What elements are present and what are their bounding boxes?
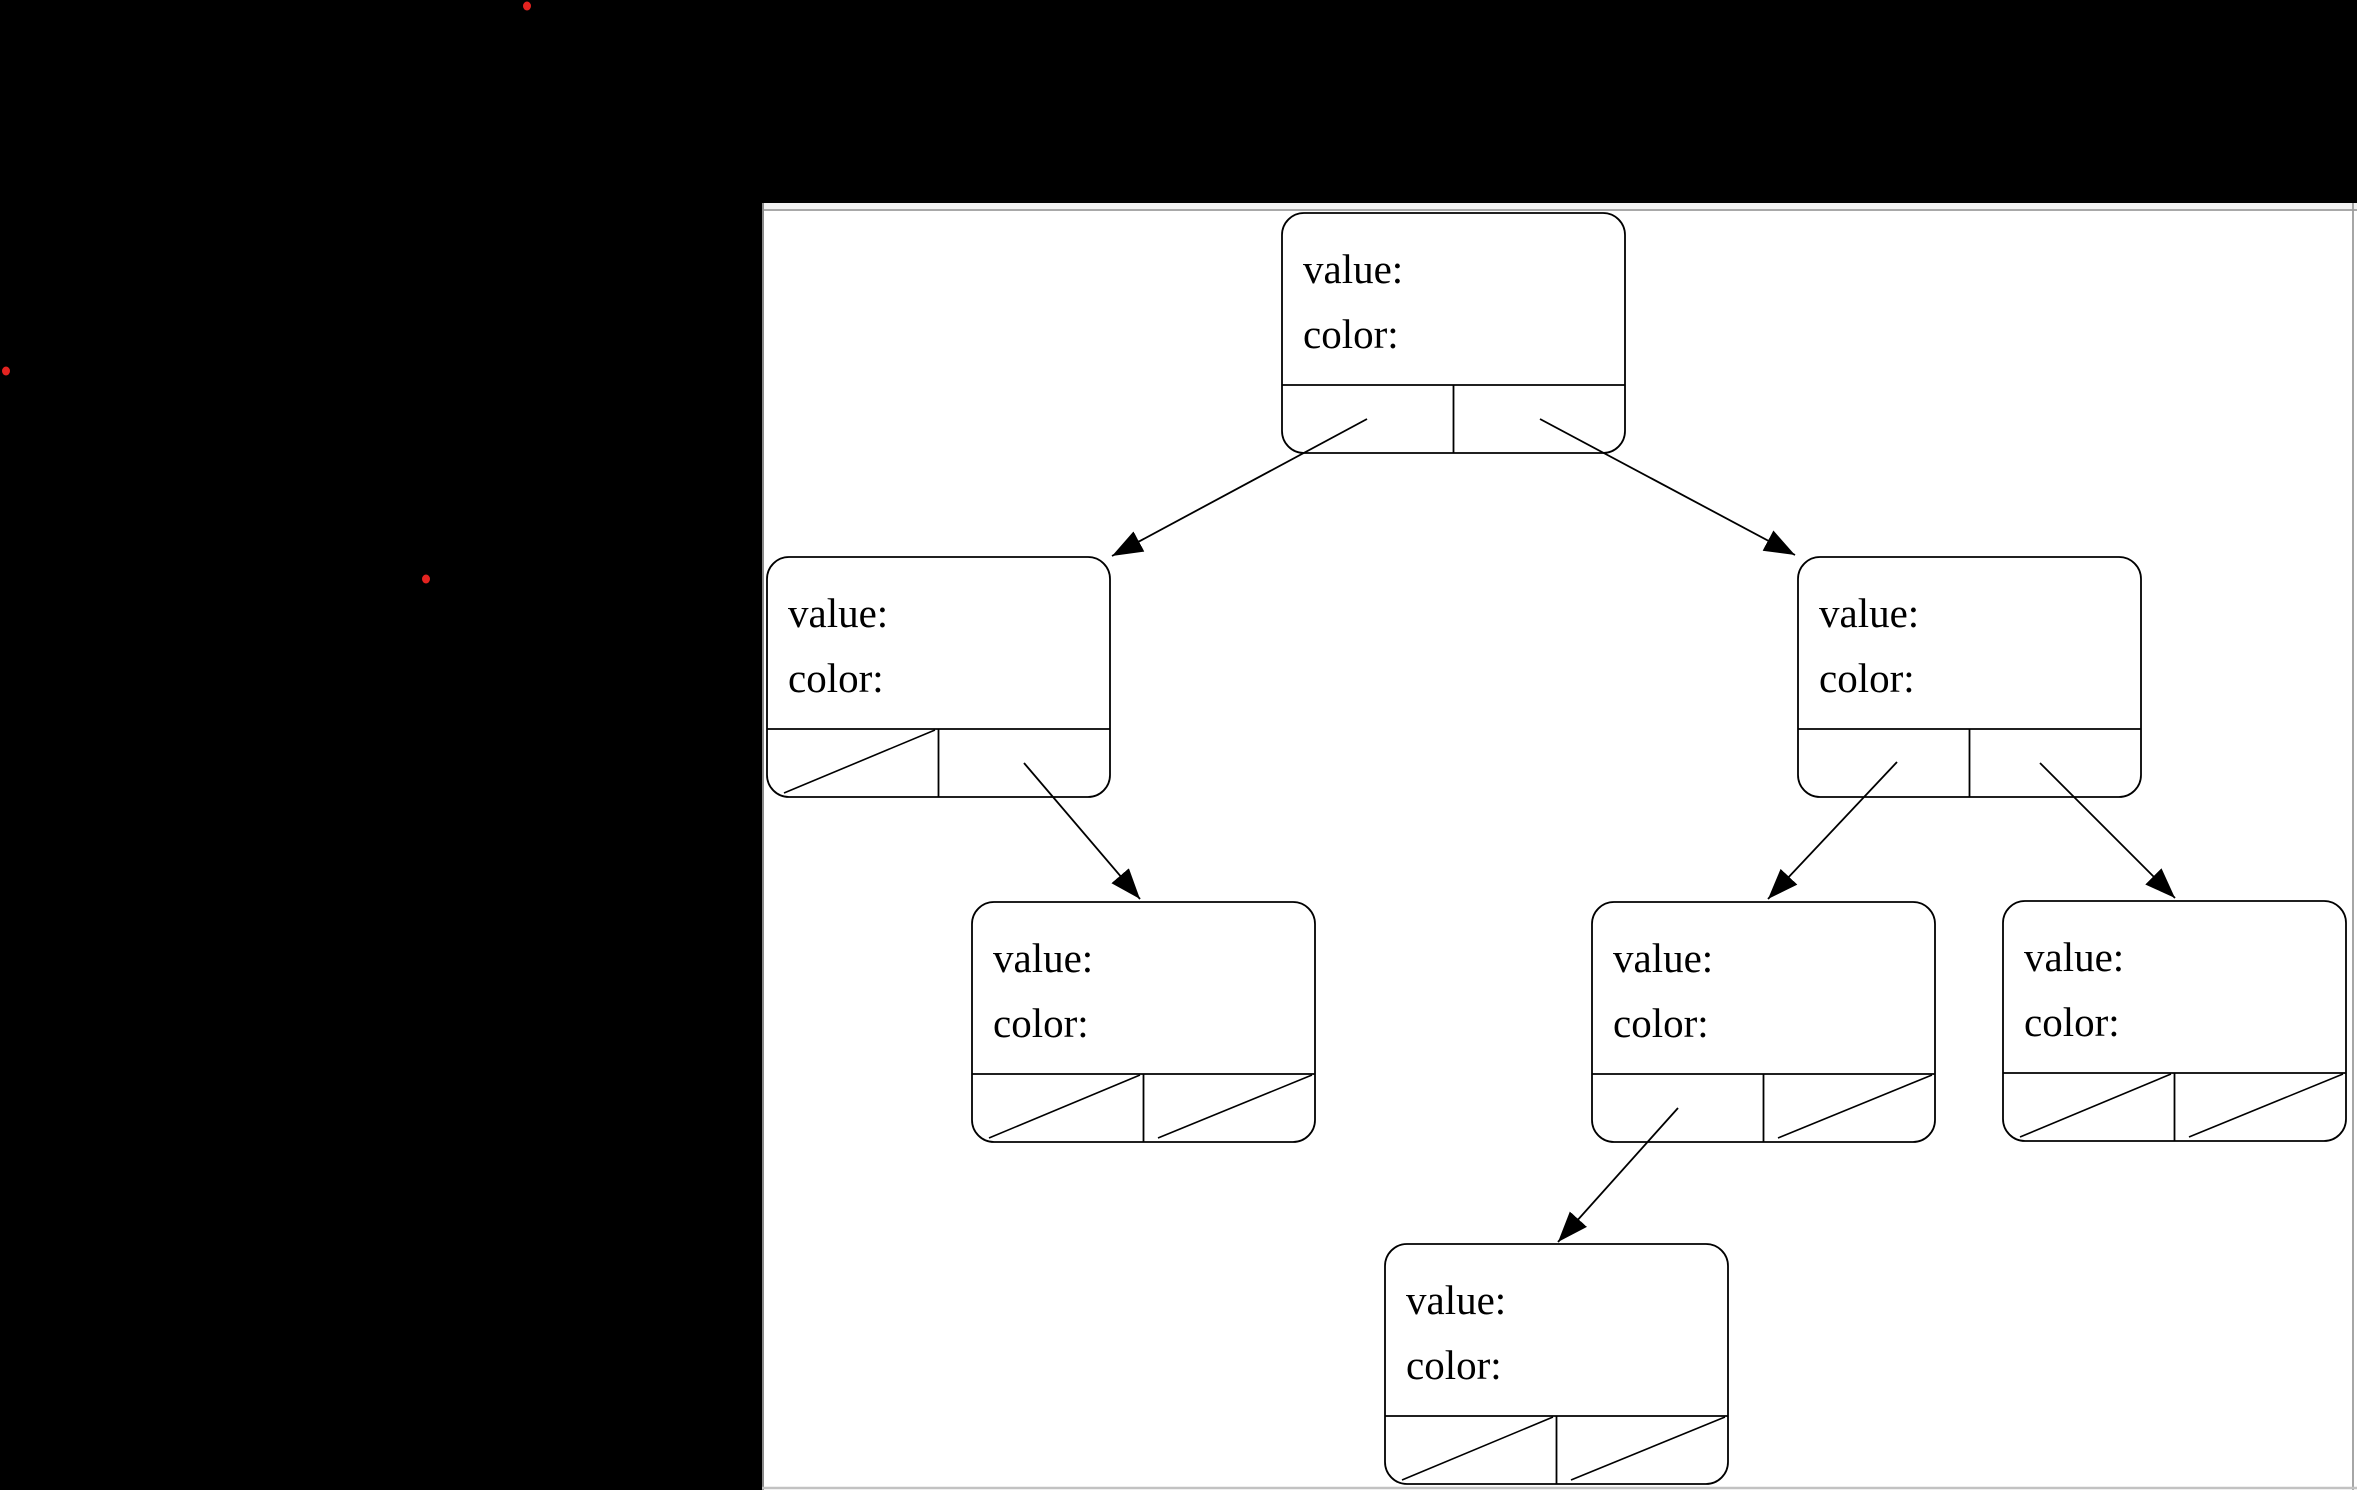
null-pointer-slash-icon [1401, 1416, 1554, 1481]
color-label: color: [1613, 1000, 1709, 1046]
tree-node-left-child: value: color: [766, 556, 1111, 798]
pointer-arrow-rightchild-right [2039, 762, 2176, 899]
tree-node-right-left-grandchild: value: color: [1591, 901, 1936, 1143]
pointer-arrow-root-right [1539, 418, 1796, 556]
color-label: color: [1819, 655, 1915, 701]
value-label: value: [788, 590, 888, 636]
tree-node-root: value: color: [1281, 212, 1626, 454]
red-dot-3 [422, 574, 430, 584]
color-label: color: [993, 1000, 1089, 1046]
color-label: color: [2024, 999, 2120, 1045]
value-label: value: [1303, 246, 1403, 292]
value-label: value: [2024, 934, 2124, 980]
value-label: value: [1819, 590, 1919, 636]
tree-node-right-child: value: color: [1797, 556, 2142, 798]
color-label: color: [1406, 1342, 1502, 1388]
red-dot-2 [2, 366, 10, 376]
color-label: color: [1303, 311, 1399, 357]
value-label: value: [993, 935, 1093, 981]
color-label: color: [788, 655, 884, 701]
null-pointer-slash-icon [988, 1074, 1141, 1139]
tree-node-right-right-grandchild: value: color: [2002, 900, 2347, 1142]
tree-node-right-left-left: value: color: [1384, 1243, 1729, 1485]
tree-node-left-right-grandchild: value: color: [971, 901, 1316, 1143]
null-pointer-slash-icon [1777, 1074, 1933, 1139]
pointer-arrows [1023, 418, 2176, 1243]
pointer-arrow-root-left [1111, 418, 1368, 557]
null-pointer-slash-icon [783, 729, 936, 794]
pointer-arrow-leftchild-right [1023, 762, 1141, 900]
value-label: value: [1406, 1277, 1506, 1323]
null-pointer-slash-icon [2188, 1073, 2344, 1138]
panel-top-strip [762, 203, 2357, 209]
null-pointer-slash-icon [1570, 1416, 1726, 1481]
value-label: value: [1613, 935, 1713, 981]
null-pointer-slash-icon [2019, 1073, 2172, 1138]
pointer-arrow-rightleft-left [1557, 1107, 1679, 1243]
red-dot-1 [523, 1, 531, 11]
null-pointer-slash-icon [1157, 1074, 1313, 1139]
pointer-arrow-rightchild-left [1767, 761, 1898, 900]
